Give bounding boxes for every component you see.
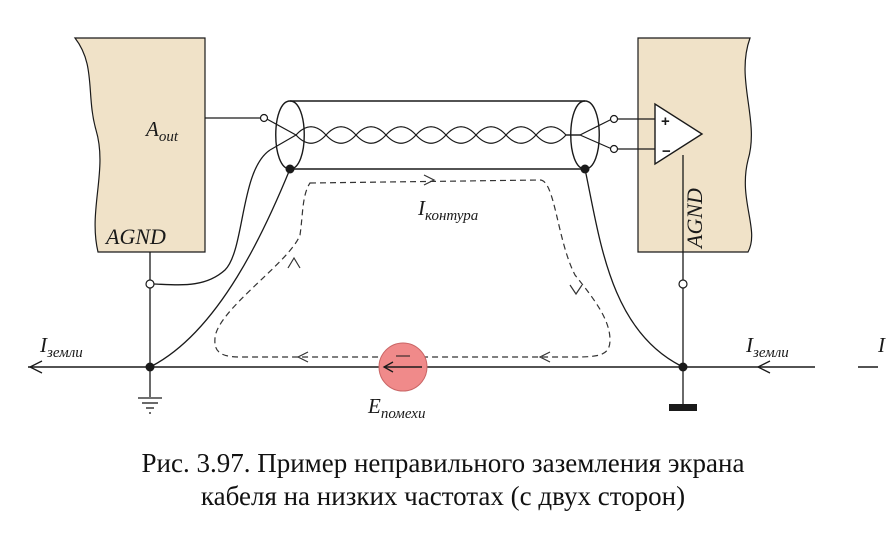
loop-current-label: Iконтура <box>417 196 478 224</box>
amp-minus-terminal <box>609 144 619 154</box>
earth-ground-icon <box>138 397 162 414</box>
agnd-left-label: AGND <box>104 224 166 249</box>
ground-current-arrow-right <box>756 360 771 374</box>
twisted-pair <box>264 117 613 151</box>
left-agnd-terminal <box>145 279 155 289</box>
chassis-ground-icon <box>669 404 697 411</box>
amplifier-icon <box>654 102 704 166</box>
amp-plus-sign: + <box>661 113 670 130</box>
amp-input-wires <box>616 118 655 150</box>
loop-current-arrows <box>287 174 583 363</box>
figure-caption: Рис. 3.97. Пример неправильного заземлен… <box>0 447 886 513</box>
amp-plus-terminal <box>609 114 619 124</box>
aout-label: Aout <box>144 117 179 145</box>
noise-source-label: Eпомехи <box>367 394 425 422</box>
ground-current-right-label: Iземли <box>745 333 789 361</box>
caption-line-1: Рис. 3.97. Пример неправильного заземлен… <box>141 448 745 478</box>
agnd-right-label: AGND <box>682 188 707 250</box>
cable-shield <box>275 100 600 170</box>
ground-current-arrow-left <box>28 360 43 374</box>
right-agnd-terminal <box>678 279 688 289</box>
caption-line-2: кабеля на низких частотах (с двух сторон… <box>200 481 686 511</box>
shield-ground-wire-right <box>584 168 682 367</box>
return-wire-left <box>153 149 271 286</box>
noise-source <box>378 342 428 392</box>
left-ground-node <box>145 362 155 372</box>
aout-terminal <box>259 113 269 123</box>
right-ground-node <box>678 362 688 372</box>
shield-ground-wire-left <box>151 168 291 367</box>
amp-minus-sign: − <box>662 143 671 160</box>
right-device-block <box>637 37 753 253</box>
ground-current-left-label: Iземли <box>39 333 83 361</box>
cropped-label: I <box>877 333 886 357</box>
left-device-block <box>73 37 206 253</box>
